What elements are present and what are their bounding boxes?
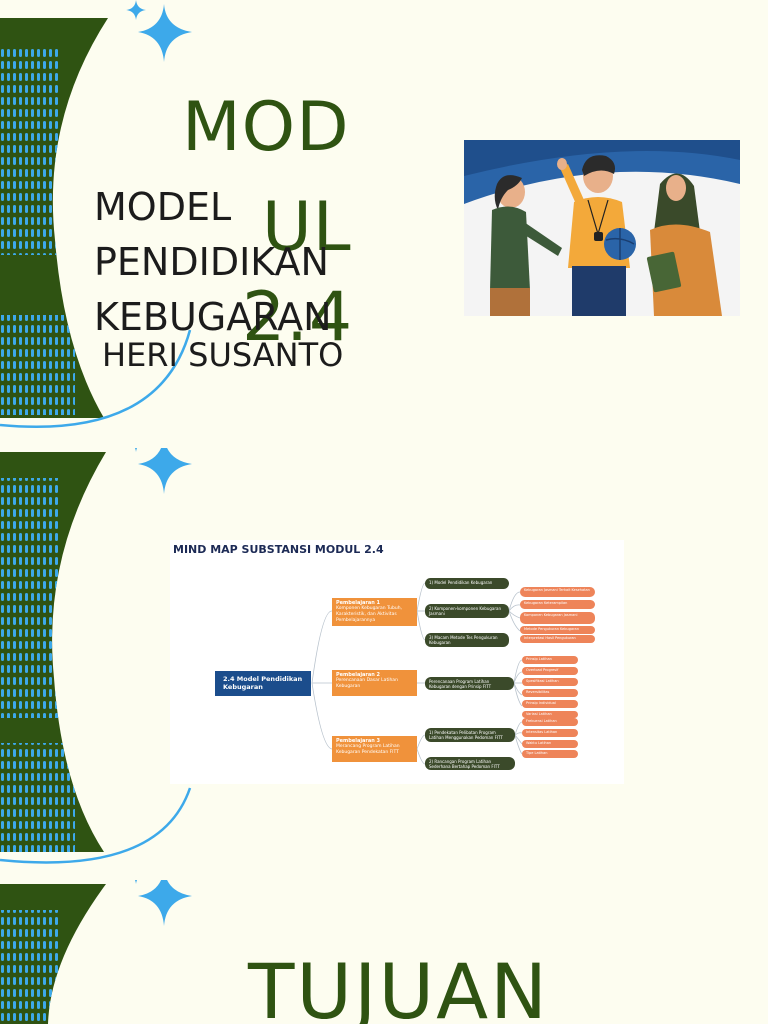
slide-title: MOD UL 2.4 MODEL PENDIDIKAN KEBUGARAN HE… [0,0,768,432]
subtitle-line-3: KEBUGARAN [94,295,332,339]
dot-pattern-upper [0,478,60,718]
mindmap-subtopic: 2) Rancangan Program Latihan Sederhana B… [425,757,515,770]
mindmap-subtopic: Perencanaan Program Latihan Kebugaran de… [425,677,514,690]
teacher-figure-center [557,155,636,316]
blue-arc [0,329,192,429]
mindmap-leaf: Tipe Latihan [522,750,578,758]
branch-1-heading: Pembelajaran 1 [336,600,381,606]
left-decoration [0,452,192,864]
left-decoration [0,884,106,1024]
mindmap-leaf: Interpretasi Hasil Pengukuran [520,635,595,643]
mindmap-image: MIND MAP SUBSTANSI MODUL 2.4 [170,540,624,784]
branch-2-heading: Pembelajaran 2 [336,672,381,678]
mindmap-leaf: Komponen Kebugaran Jasmani [520,612,595,624]
dot-pattern-upper [0,910,60,1024]
mindmap-leaf: Kebugaran Keterampilan [520,600,595,609]
branch-1-text: Komponen Kebugaran Tubuh, Karakteristik,… [336,606,402,623]
blue-arc [0,787,192,864]
dot-pattern-upper [0,45,60,255]
sparkle-icon [135,448,192,494]
sparkle-icon [126,0,192,62]
author-name: HERI SUSANTO [102,336,344,374]
branch-3-heading: Pembelajaran 3 [336,738,381,744]
dot-pattern-lower [0,315,75,415]
mindmap-leaf: Metode Pengukuran Kebugaran [520,626,595,634]
subtitle-line-1: MODEL [94,185,232,229]
left-decoration [0,18,192,429]
title-line-1: MOD [182,88,350,167]
mindmap-subtopic: 3) Macam Metode Tes Pengukuran Kebugaran [425,633,509,647]
mindmap-leaf: Kebugaran Jasmani Terkait Kesehatan [520,587,595,597]
mindmap-leaf: Overload Progresif [522,667,578,675]
title-line-3: 2.4 [242,278,354,357]
mindmap-leaf: Frekuensi Latihan [522,718,578,726]
mindmap-root: 2.4 Model Pendidikan Kebugaran [215,671,311,696]
mindmap-leaf: Variasi Latihan [522,711,578,718]
dot-pattern-lower [0,743,75,852]
slide-mindmap: MIND MAP SUBSTANSI MODUL 2.4 [0,448,768,868]
mindmap-branch-3: Pembelajaran 3 Merancang Program Latihan… [332,736,417,762]
branch-2-text: Perencanaan Dasar Latihan Kebugaran [336,678,398,689]
sparkle-icon [135,880,192,926]
branch-3-text: Merancang Program Latihan Kebugaran Pend… [336,744,400,755]
teacher-figure-right [646,173,722,316]
mindmap-subtopic: 2) Komponen-komponen Kebugaran Jasmani [425,604,509,618]
mindmap-leaf: Prinsip Individual [522,700,578,708]
mindmap-leaf: Intensitas Latihan [522,729,578,737]
mindmap-leaf: Spesifikasi Latihan [522,678,578,686]
mindmap-subtopic: 1) Pendekatan Pelibatan Program Latihan … [425,728,515,742]
title-line-2: UL [262,188,352,267]
mindmap-connectors [311,582,523,765]
mindmap-leaf: Prinsip Latihan [522,656,578,664]
mindmap-subtopic: 1) Model Pendidikan Kebugaran [425,578,509,589]
section-title: TUJUAN [248,947,549,1024]
subtitle: MODEL PENDIDIKAN KEBUGARAN [94,180,332,345]
mindmap-branch-1: Pembelajaran 1 Komponen Kebugaran Tubuh,… [332,598,417,626]
mindmap-title: MIND MAP SUBSTANSI MODUL 2.4 [173,543,384,556]
mindmap-leaf: Waktu Latihan [522,740,578,748]
slide-tujuan: TUJUAN [0,880,768,1024]
student-figure-left [490,175,562,316]
subtitle-line-2: PENDIDIKAN [94,240,329,284]
people-discussion-illustration [464,140,740,316]
mindmap-branch-2: Pembelajaran 2 Perencanaan Dasar Latihan… [332,670,417,696]
mindmap-leaf: Reversibilitas [522,689,578,697]
